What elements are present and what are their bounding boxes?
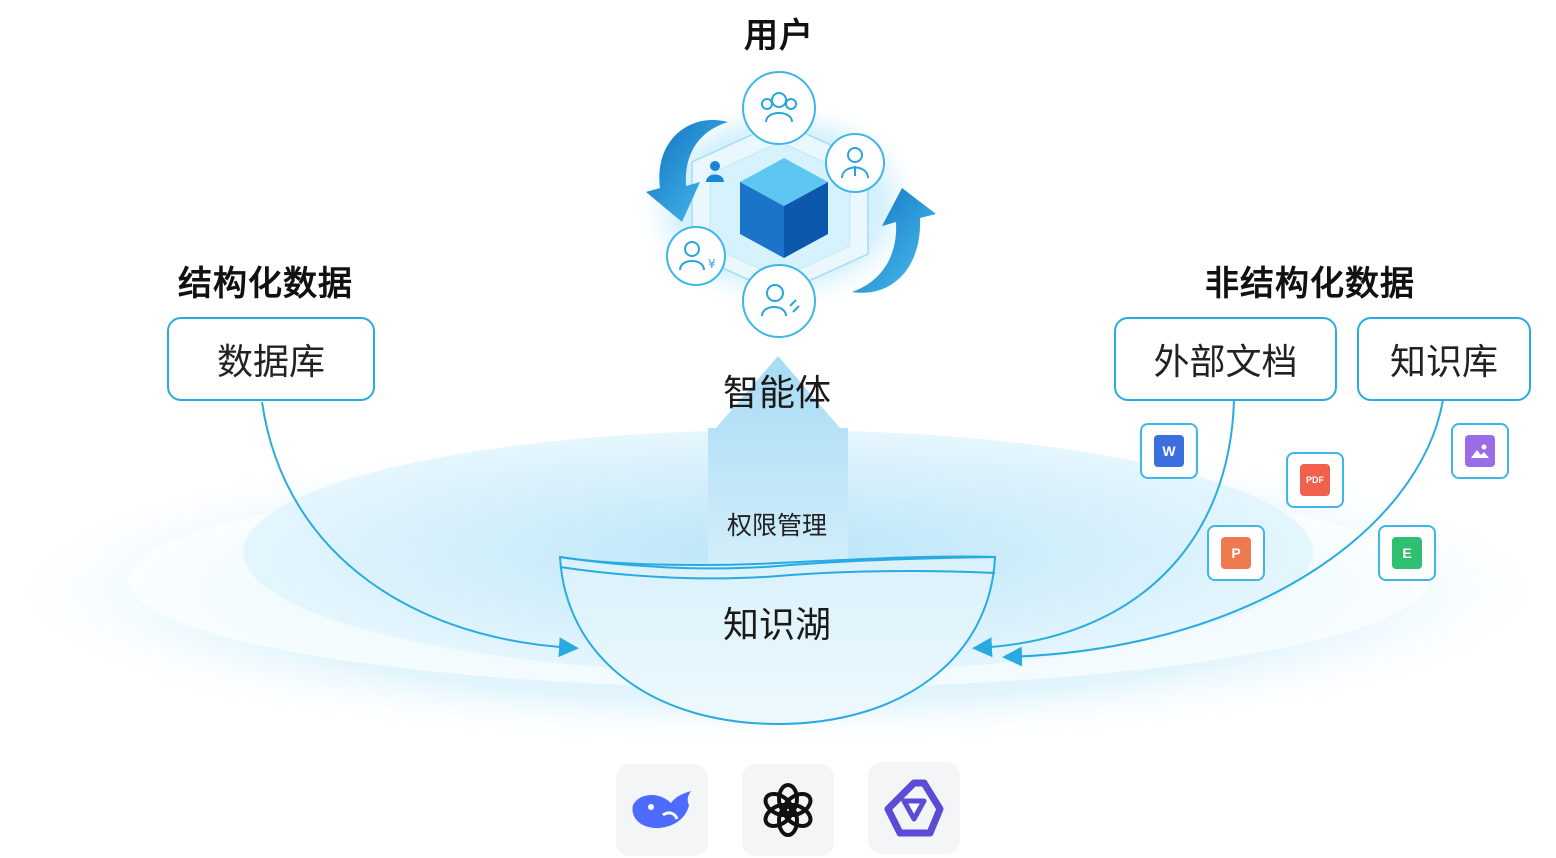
lake-bowl xyxy=(558,555,997,726)
group-users-icon xyxy=(742,71,816,145)
external-docs-to-lake-curve xyxy=(972,399,1235,658)
right-swirl-arrow-icon xyxy=(852,188,936,293)
knowledge-base-to-lake-curve xyxy=(1002,399,1444,667)
up-arrow xyxy=(708,356,848,590)
database-to-lake-curve xyxy=(261,401,579,658)
svg-text:¥: ¥ xyxy=(708,257,716,271)
cube-right xyxy=(784,182,828,258)
user-title: 用户 xyxy=(744,16,814,56)
pdf-file-icon: PDF xyxy=(1286,452,1344,508)
word-file-icon: W xyxy=(1140,423,1198,479)
external-docs-source-box: 外部文档 xyxy=(1114,317,1337,401)
database-source-box: 数据库 xyxy=(167,317,375,401)
knowledge-base-label: 知识库 xyxy=(1389,342,1498,383)
word-glyph: W xyxy=(1154,435,1184,467)
lake-rim xyxy=(559,556,996,570)
excel-glyph: E xyxy=(1392,537,1422,569)
maintenance-user-icon xyxy=(742,264,816,338)
database-label: 数据库 xyxy=(216,342,325,383)
unstructured-data-title: 非结构化数据 xyxy=(1205,264,1415,304)
cube-left xyxy=(740,182,784,258)
mountain-image-icon xyxy=(1471,444,1489,458)
ppt-glyph: P xyxy=(1221,537,1251,569)
permission-management-label: 权限管理 xyxy=(727,511,828,540)
finance-user-icon: ¥ xyxy=(666,226,726,286)
knowledge-base-source-box: 知识库 xyxy=(1357,317,1531,401)
ppt-file-icon: P xyxy=(1207,525,1265,581)
pdf-glyph: PDF xyxy=(1300,464,1330,496)
knowledge-lake-label: 知识湖 xyxy=(723,605,832,646)
lake-wave xyxy=(559,566,996,580)
left-swirl-arrow-icon xyxy=(646,119,728,222)
manager-icon xyxy=(825,133,885,193)
structured-data-title: 结构化数据 xyxy=(178,264,353,304)
small-person-icon xyxy=(706,161,724,182)
qwen-logo-icon xyxy=(868,762,960,854)
agent-label: 智能体 xyxy=(723,373,832,414)
image-file-icon xyxy=(1451,423,1509,479)
image-glyph xyxy=(1465,435,1495,467)
excel-file-icon: E xyxy=(1378,525,1436,581)
deepseek-logo-icon xyxy=(616,764,708,856)
openai-logo-icon xyxy=(742,764,834,856)
external-docs-label: 外部文档 xyxy=(1153,342,1298,383)
